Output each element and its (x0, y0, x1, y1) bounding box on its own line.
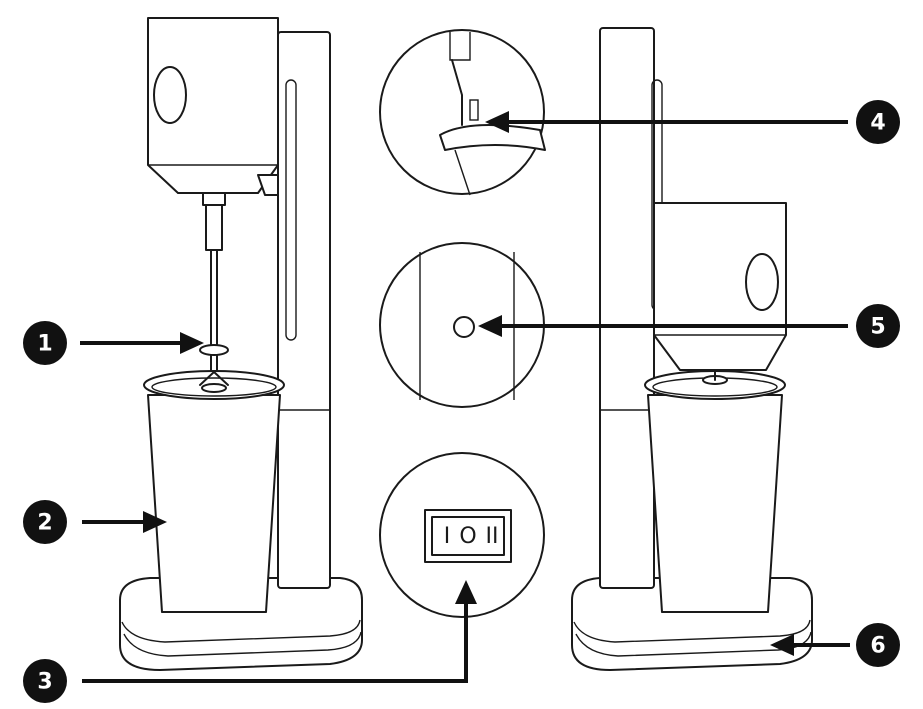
right-base-edge-2 (575, 631, 812, 657)
left-cup-rim-inner (151, 377, 277, 397)
badge-4-circle (856, 100, 900, 144)
switch-symbol-off: I (444, 524, 451, 549)
badge-2-circle (23, 500, 67, 544)
arrow-3-line (82, 600, 468, 683)
left-whisk-disc (199, 344, 229, 356)
callout-badge-6: 6 (856, 623, 900, 667)
arrow-4-head (485, 111, 509, 133)
right-base-edge (573, 619, 811, 643)
left-head-bracket (257, 174, 279, 196)
left-head-badge-oval (153, 66, 187, 124)
badge-1-number: 1 (37, 332, 52, 357)
arrow-6-head (770, 634, 794, 656)
left-whisk-head (201, 383, 227, 393)
callout-badge-3: 3 (23, 659, 67, 703)
callout-badge-5: 5 (856, 304, 900, 348)
arrow-1-head (180, 332, 204, 354)
callout-badge-4: 4 (856, 100, 900, 144)
left-motor-head (147, 17, 279, 194)
right-head-badge-oval (745, 253, 779, 311)
detail-circle-bottom: I O II (379, 452, 545, 618)
arrow-5-head (478, 315, 502, 337)
left-spindle-collar (202, 192, 226, 206)
badge-5-number: 5 (870, 315, 885, 340)
badge-2-number: 2 (37, 511, 52, 536)
callout-badge-2: 2 (23, 500, 67, 544)
left-column-slot (285, 79, 297, 341)
detail4-head-edge (451, 59, 463, 126)
badge-3-number: 3 (37, 670, 52, 695)
callout-arrows (80, 111, 850, 683)
right-column (599, 27, 655, 589)
badge-3-circle (23, 659, 67, 703)
badge-5-circle (856, 304, 900, 348)
left-spindle-sleeve (205, 204, 223, 251)
callout-badge-1: 1 (23, 321, 67, 365)
badge-6-circle (856, 623, 900, 667)
left-base-edge (121, 619, 361, 643)
badge-6-number: 6 (870, 634, 885, 659)
detail4-column-edge (449, 32, 471, 61)
detail-circle-top (379, 29, 546, 196)
switch-symbol-on: II (486, 524, 499, 549)
left-column (277, 31, 331, 589)
detail4-cup-rim (439, 124, 546, 151)
right-cup (647, 394, 783, 613)
arrow-2-head (143, 511, 167, 533)
switch-symbol-mid: O (459, 524, 476, 549)
left-base-edge-2 (123, 631, 362, 657)
detail-circle-middle (379, 242, 545, 408)
left-mixer (119, 17, 363, 671)
badge-4-number: 4 (870, 111, 885, 136)
switch-frame-inner (431, 516, 505, 556)
right-motor-head (653, 202, 787, 371)
arrow-3-head (455, 580, 477, 604)
detail5-indicator-light (453, 316, 475, 338)
right-mixer (571, 27, 813, 671)
left-cup (147, 394, 281, 613)
detail4-sensor (469, 99, 479, 121)
badge-1-circle (23, 321, 67, 365)
left-whisk-in-cup (199, 371, 229, 386)
detail4-cup-side (454, 149, 471, 196)
